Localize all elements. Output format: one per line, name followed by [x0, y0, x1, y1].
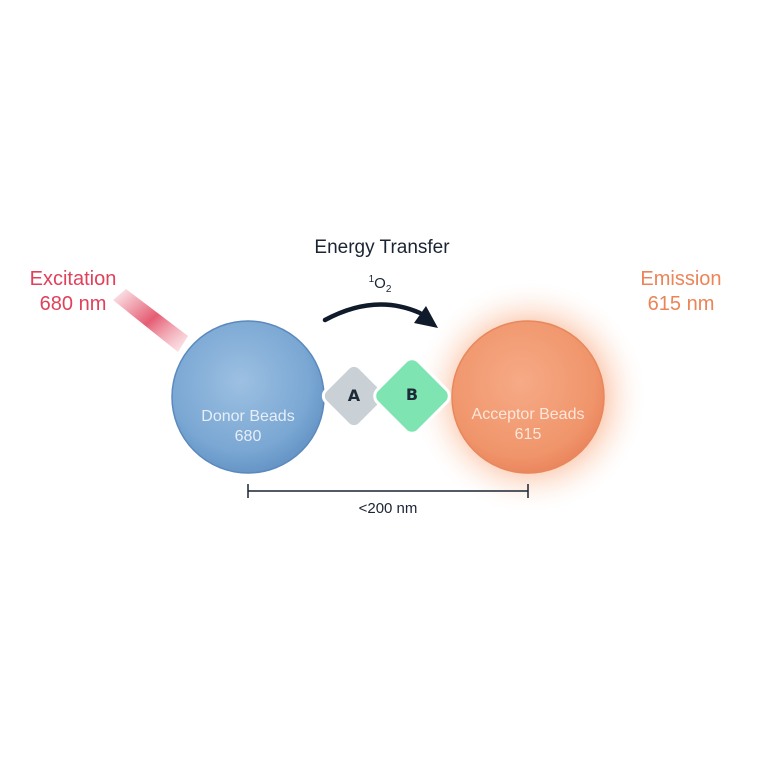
energy-transfer-arrow: [322, 302, 423, 323]
oxygen-symbol: O: [374, 275, 386, 292]
donor-bead-wavelength: 680: [234, 428, 262, 445]
excitation-wavelength: 680 nm: [39, 293, 107, 315]
donor-bead-name: Donor Beads: [201, 408, 295, 425]
emission-label: Emission 615 nm: [606, 267, 756, 317]
donor-bead-label: Donor Beads 680: [176, 407, 320, 447]
emission-title: Emission: [640, 268, 722, 290]
acceptor-bead-label: Acceptor Beads 615: [452, 405, 604, 445]
donor-bead: [171, 320, 325, 474]
oxygen-subscript: 2: [385, 284, 392, 295]
singlet-oxygen-label: 1O2: [340, 270, 420, 300]
acceptor-bead-name: Acceptor Beads: [471, 406, 585, 423]
arrow-head: [414, 306, 438, 328]
excitation-title: Excitation: [29, 268, 117, 290]
energy-transfer-title: Energy Transfer: [314, 237, 450, 258]
molecule-b-shape: [373, 357, 451, 435]
oxygen-superscript: 1: [368, 274, 375, 285]
excitation-beam: [113, 289, 188, 352]
excitation-label: Excitation 680 nm: [0, 267, 146, 317]
molecule-b-label: B: [405, 385, 419, 404]
distance-scale-bar: [247, 484, 529, 498]
acceptor-bead-wavelength: 615: [514, 426, 542, 443]
molecule-a-label: A: [347, 386, 361, 405]
emission-wavelength: 615 nm: [647, 293, 715, 315]
acceptor-bead: [451, 320, 605, 474]
distance-label: <200 nm: [358, 500, 418, 517]
molecule-a-shape: [321, 363, 387, 429]
